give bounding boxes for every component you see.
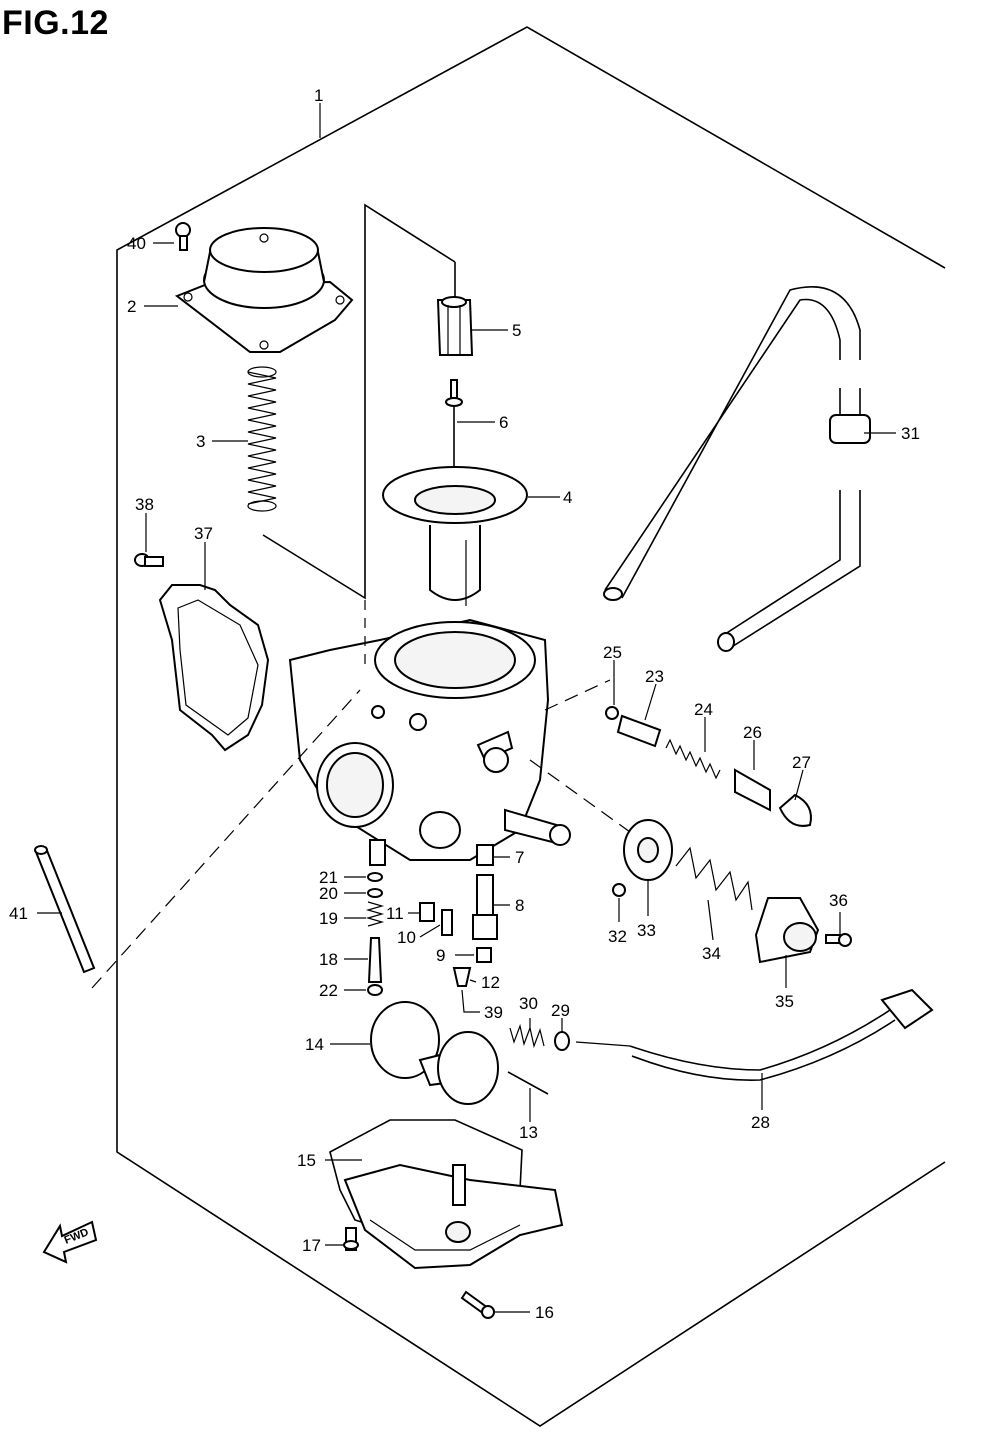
- callout-25: 25: [603, 643, 622, 662]
- carburetor-body: [288, 618, 571, 866]
- part-27-cap: [778, 793, 812, 827]
- part-8-needle-jet: [472, 874, 498, 940]
- callout-23: 23: [645, 667, 664, 686]
- part-34-spring: [675, 846, 753, 911]
- part-21-washer: [367, 872, 383, 882]
- part-4-diaphragm-piston: [382, 466, 528, 606]
- callout-6: 6: [499, 413, 508, 432]
- part-10-jet: [441, 909, 453, 936]
- part-36-screw: [825, 933, 852, 947]
- callout-2: 2: [127, 297, 136, 316]
- part-18-pilot-screw: [367, 937, 383, 983]
- callout-24: 24: [694, 700, 713, 719]
- callout-39: 39: [484, 1003, 503, 1022]
- figure-title: FIG.12: [2, 4, 109, 42]
- callout-33: 33: [637, 921, 656, 940]
- part-41-drain-tube: [34, 845, 96, 974]
- callout-22: 22: [319, 981, 338, 1000]
- callout-28: 28: [751, 1113, 770, 1132]
- callout-15: 15: [297, 1151, 316, 1170]
- callout-31: 31: [901, 424, 920, 443]
- part-6-jet-needle: [445, 379, 463, 478]
- callout-7: 7: [515, 848, 524, 867]
- callout-9: 9: [436, 946, 445, 965]
- callout-16: 16: [535, 1303, 554, 1322]
- assembly-boundary: [116, 26, 946, 1427]
- part-35-cover: [754, 897, 820, 964]
- callout-12: 12: [481, 973, 500, 992]
- part-9-jet: [476, 947, 492, 963]
- callout-17: 17: [302, 1236, 321, 1255]
- part-25-o-ring: [605, 706, 619, 720]
- callout-38: 38: [135, 495, 154, 514]
- callout-3: 3: [196, 432, 205, 451]
- callout-41: 41: [9, 904, 28, 923]
- part-24-spring: [665, 738, 721, 780]
- callout-34: 34: [702, 944, 721, 963]
- part-11-jet: [419, 902, 435, 922]
- part-13-float-pin: [507, 1071, 549, 1095]
- callout-40: 40: [127, 234, 146, 253]
- callout-1: 1: [314, 86, 323, 105]
- part-30-spring: [509, 1023, 545, 1049]
- callout-32: 32: [608, 927, 627, 946]
- callout-21: 21: [319, 868, 338, 887]
- part-12-jet: [452, 967, 472, 987]
- callout-4: 4: [563, 488, 572, 507]
- callout-labels: 1 2 3 4 5 6 7 8 9 10 11 12 13 14 15 16 1…: [9, 86, 920, 1322]
- callout-20: 20: [319, 884, 338, 903]
- callout-11: 11: [386, 904, 404, 923]
- part-33-diaphragm: [623, 819, 673, 881]
- part-37-side-cover: [158, 584, 270, 752]
- callout-8: 8: [515, 896, 524, 915]
- part-19-spring: [365, 901, 385, 927]
- callout-29: 29: [551, 1001, 570, 1020]
- callout-10: 10: [397, 928, 416, 947]
- part-16-screw: [460, 1290, 495, 1319]
- part-17-screw: [343, 1227, 359, 1251]
- part-2-diaphragm-cover: [174, 227, 354, 353]
- callout-14: 14: [305, 1035, 324, 1054]
- callout-27: 27: [792, 753, 811, 772]
- part-31-vent-hose: [603, 286, 871, 652]
- part-28-throttle-cable: [575, 988, 934, 1081]
- callout-13: 13: [519, 1123, 538, 1142]
- part-3-spring: [247, 366, 277, 512]
- callout-5: 5: [512, 321, 521, 340]
- float-chamber: [343, 1163, 564, 1270]
- part-38-screw: [134, 553, 164, 567]
- callout-37: 37: [194, 524, 213, 543]
- part-32-o-ring: [612, 883, 626, 897]
- part-22-o-ring: [367, 984, 383, 996]
- part-7-jet: [476, 844, 494, 866]
- callout-30: 30: [519, 994, 538, 1013]
- part-14-float: [370, 1001, 499, 1105]
- callout-19: 19: [319, 909, 338, 928]
- callout-35: 35: [775, 992, 794, 1011]
- assembly-guide-lines: [91, 600, 631, 989]
- fwd-arrow-icon: FWD: [42, 1220, 98, 1264]
- callout-18: 18: [319, 950, 338, 969]
- part-40-screw: [175, 222, 191, 251]
- leader-lines: [37, 103, 896, 1313]
- part-5-needle-holder: [436, 296, 474, 356]
- callout-36: 36: [829, 891, 848, 910]
- part-29-washer: [554, 1031, 570, 1051]
- part-23-plunger: [616, 714, 662, 748]
- part-26-nut: [734, 768, 771, 812]
- part-20-washer: [367, 888, 383, 898]
- callout-26: 26: [743, 723, 762, 742]
